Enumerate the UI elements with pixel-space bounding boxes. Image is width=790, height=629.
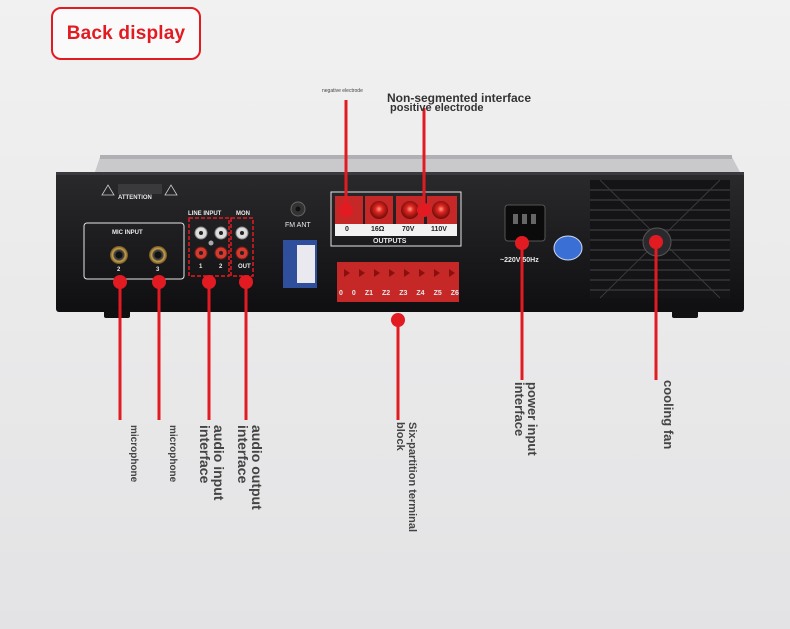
callout-dot-positive bbox=[417, 203, 431, 217]
foot-right bbox=[672, 310, 698, 318]
callout-dot-negative bbox=[339, 203, 353, 217]
callout-dot-terminal bbox=[391, 313, 405, 327]
mic-ch2-label: 2 bbox=[117, 267, 121, 273]
outputs-value-strip bbox=[335, 224, 457, 236]
zone-label: 0 bbox=[351, 290, 356, 297]
terminal-screw bbox=[449, 269, 455, 277]
ground-screw bbox=[208, 240, 214, 246]
output-value-110v: 110V bbox=[431, 226, 447, 233]
output-value-16: 16Ω bbox=[371, 226, 385, 233]
zone-label: Z3 bbox=[399, 290, 408, 297]
terminal-screw bbox=[404, 269, 410, 277]
power-input-label: power input interface bbox=[512, 382, 540, 456]
callout-dots bbox=[113, 203, 663, 327]
fm-ant-label: FM ANT bbox=[285, 222, 311, 229]
chassis-highlight bbox=[56, 172, 744, 175]
callout-lines bbox=[118, 100, 658, 420]
output-post-16 bbox=[370, 201, 388, 219]
mon-highlight bbox=[230, 217, 254, 277]
output-value-70v: 70V bbox=[402, 226, 415, 233]
microphone-label-1: microphone bbox=[128, 425, 139, 483]
attention-label: ATTENTION bbox=[118, 195, 152, 201]
output-value-0: 0 bbox=[345, 226, 349, 233]
callout-dot-audio-output bbox=[239, 275, 253, 289]
zone-label: Z6 bbox=[450, 290, 459, 297]
rca-hole bbox=[219, 251, 223, 255]
zone-label: Z5 bbox=[433, 290, 442, 297]
callout-dot-mic-3 bbox=[152, 275, 166, 289]
positive-electrode-label: positive electrode bbox=[390, 102, 484, 114]
chassis bbox=[56, 172, 744, 312]
back-display-badge: Back display bbox=[51, 7, 201, 60]
terminal-block bbox=[337, 262, 459, 302]
rca-hole bbox=[199, 231, 203, 235]
output-post-110v bbox=[432, 201, 450, 219]
cooling-fan-label: cooling fan bbox=[661, 380, 676, 450]
mic-jack-2-hole bbox=[115, 251, 123, 259]
rca-hole bbox=[240, 251, 244, 255]
power-pin bbox=[531, 214, 536, 224]
terminal-screw bbox=[419, 269, 425, 277]
barcode-sticker bbox=[297, 245, 315, 283]
line-input-label: LINE INPUT bbox=[188, 211, 222, 217]
rca-hole bbox=[240, 231, 244, 235]
terminal-screw bbox=[374, 269, 380, 277]
mic-ch3-label: 3 bbox=[156, 267, 160, 273]
out-label: OUT bbox=[238, 264, 251, 270]
microphone-label-2: microphone bbox=[167, 425, 178, 483]
audio-input-label: audio input interface bbox=[197, 425, 227, 501]
mon-label: MON bbox=[236, 211, 250, 217]
callout-dot-audio-input bbox=[202, 275, 216, 289]
negative-electrode-label: negative electrode bbox=[322, 88, 363, 94]
zone-labels: 0 0 Z1 Z2 Z3 Z4 Z5 Z6 bbox=[339, 290, 459, 297]
mic-input-frame bbox=[83, 222, 185, 280]
terminal-screws bbox=[344, 269, 455, 277]
terminal-screw bbox=[434, 269, 440, 277]
terminal-screw bbox=[344, 269, 350, 277]
callout-dot-mic-2 bbox=[113, 275, 127, 289]
top-cover bbox=[95, 157, 740, 172]
rca-hole bbox=[199, 251, 203, 255]
audio-output-label: audio output interface bbox=[235, 425, 265, 510]
callout-dot-fan bbox=[649, 235, 663, 249]
warning-icon bbox=[101, 184, 115, 196]
line-ch1-label: 1 bbox=[199, 264, 203, 270]
foot-left bbox=[104, 310, 130, 318]
six-partition-label: Six-partition terminal block bbox=[394, 422, 418, 533]
certification-sticker bbox=[553, 235, 583, 261]
terminal-screw bbox=[389, 269, 395, 277]
zone-label: Z1 bbox=[364, 290, 374, 297]
zone-label: Z2 bbox=[382, 290, 391, 297]
power-spec-label: ~220V 50Hz bbox=[500, 257, 539, 264]
terminal-screw bbox=[359, 269, 365, 277]
output-post-70v bbox=[401, 201, 419, 219]
badge-title: Back display bbox=[66, 22, 186, 44]
warning-text-block bbox=[118, 184, 162, 194]
top-cover-edge bbox=[100, 155, 732, 159]
mic-input-label: MIC INPUT bbox=[112, 230, 143, 236]
fm-antenna-hole bbox=[295, 206, 301, 212]
warning-icon bbox=[164, 184, 178, 196]
non-segmented-label: Non-segmented interface bbox=[387, 91, 532, 105]
power-pin bbox=[522, 214, 527, 224]
zone-label: Z4 bbox=[416, 290, 425, 297]
outputs-label: OUTPUTS bbox=[373, 238, 407, 245]
mic-jack-3-hole bbox=[154, 251, 162, 259]
zone-label: 0 bbox=[339, 290, 343, 297]
line-ch2-label: 2 bbox=[219, 264, 223, 270]
outputs-frame bbox=[330, 191, 462, 247]
rca-hole bbox=[219, 231, 223, 235]
power-pin bbox=[513, 214, 518, 224]
callout-dot-power bbox=[515, 236, 529, 250]
